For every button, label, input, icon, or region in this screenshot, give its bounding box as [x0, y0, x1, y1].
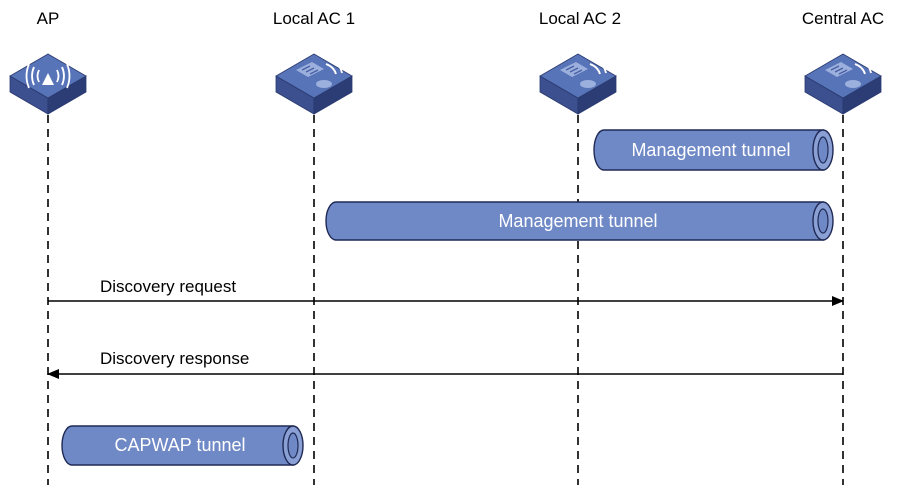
- tunnel-label: Management tunnel: [498, 211, 657, 231]
- node-label-local-ac-2: Local AC 2: [539, 9, 621, 28]
- management-tunnel-2: Management tunnel: [325, 201, 834, 241]
- wireless-controller-icon: [539, 53, 617, 115]
- node-label-central-ac: Central AC: [802, 9, 884, 28]
- capwap-tunnel: CAPWAP tunnel: [61, 425, 304, 466]
- tunnel-label: Management tunnel: [631, 140, 790, 160]
- management-tunnel-1: Management tunnel: [593, 129, 834, 171]
- wireless-controller-icon: [275, 53, 353, 115]
- node-label-ap: AP: [37, 9, 60, 28]
- wireless-controller-icon: [804, 53, 882, 115]
- node-label-local-ac-1: Local AC 1: [273, 9, 355, 28]
- message-label: Discovery response: [100, 349, 249, 368]
- tunnel-label: CAPWAP tunnel: [114, 435, 245, 455]
- wireless-ap-icon: [9, 53, 87, 115]
- message-label: Discovery request: [100, 277, 236, 296]
